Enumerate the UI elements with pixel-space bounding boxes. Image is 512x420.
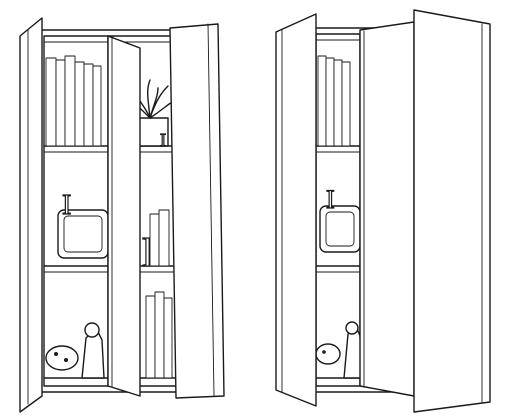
- cabinet-left-door-middle[interactable]: [107, 35, 141, 397]
- cabinet-left-door-left[interactable]: [19, 17, 43, 413]
- book-row-top: [45, 55, 102, 147]
- frame-decor: I: [57, 189, 109, 259]
- toy-figures: [45, 322, 105, 379]
- book-row-top-right: [317, 55, 351, 147]
- svg-text:I: I: [62, 190, 71, 221]
- cabinet-right: I a: [275, 9, 491, 413]
- cabinet-left-door-right[interactable]: [169, 23, 225, 399]
- book-row-bottom: [145, 291, 173, 379]
- cabinet-right-door-left[interactable]: [275, 13, 317, 407]
- frame-decor-right: I: [319, 184, 361, 253]
- toy-figures-right: [315, 321, 363, 379]
- cabinet-left: I I a l: [19, 17, 225, 413]
- svg-text:I: I: [160, 130, 166, 150]
- cabinet-right-door-right[interactable]: [413, 9, 491, 413]
- cabinet-right-door-middle[interactable]: [359, 21, 415, 397]
- svg-text:I: I: [326, 185, 335, 214]
